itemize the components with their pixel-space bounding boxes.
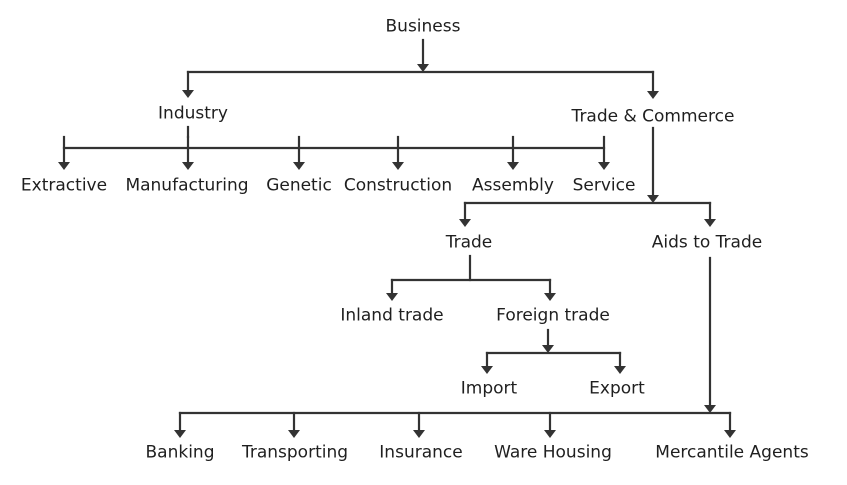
arrowhead-icon [392, 162, 404, 170]
arrowhead-icon [182, 162, 194, 170]
arrowhead-icon [704, 405, 716, 413]
arrowhead-icon [724, 430, 736, 438]
node-industry: Industry [158, 103, 228, 124]
node-foreign-trade: Foreign trade [496, 305, 610, 326]
arrowhead-icon [507, 162, 519, 170]
node-export: Export [589, 378, 645, 399]
arrowhead-icon [182, 90, 194, 98]
node-inland-trade: Inland trade [340, 305, 444, 326]
node-service: Service [572, 175, 636, 196]
arrowhead-icon [58, 162, 70, 170]
node-banking: Banking [145, 442, 215, 463]
node-construction: Construction [343, 175, 453, 196]
node-assembly: Assembly [472, 175, 554, 196]
arrowhead-icon [704, 219, 716, 227]
arrowhead-icon [417, 64, 429, 72]
node-extractive: Extractive [20, 175, 108, 196]
arrowhead-icon [174, 430, 186, 438]
node-trade: Trade [445, 232, 493, 253]
arrowhead-icon [481, 366, 493, 374]
arrowhead-icon [647, 91, 659, 99]
arrowhead-icon [614, 366, 626, 374]
arrowhead-icon [544, 430, 556, 438]
node-business: Business [385, 16, 461, 37]
arrowhead-icon [386, 293, 398, 301]
arrowhead-icon [288, 430, 300, 438]
node-import: Import [460, 378, 518, 399]
node-manufacturing: Manufacturing [125, 175, 249, 196]
node-mercantile-agents: Mercantile Agents [655, 442, 809, 463]
arrowhead-icon [598, 162, 610, 170]
node-genetic: Genetic [266, 175, 332, 196]
node-ware-housing: Ware Housing [494, 442, 612, 463]
arrowhead-icon [459, 219, 471, 227]
arrowhead-icon [542, 345, 554, 353]
node-transporting: Transporting [241, 442, 349, 463]
node-aids-to-trade: Aids to Trade [651, 232, 763, 253]
arrowhead-icon [647, 195, 659, 203]
node-trade-commerce: Trade & Commerce [571, 106, 735, 127]
arrowhead-icon [293, 162, 305, 170]
arrowhead-icon [544, 293, 556, 301]
node-insurance: Insurance [379, 442, 463, 463]
arrowhead-icon [413, 430, 425, 438]
